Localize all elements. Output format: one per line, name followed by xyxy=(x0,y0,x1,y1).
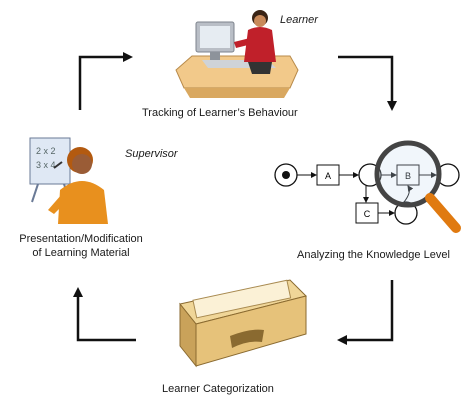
arrow-to-categorization xyxy=(337,280,394,345)
svg-text:3 x 4: 3 x 4 xyxy=(36,160,56,170)
analyzing-step-label: Analyzing the Knowledge Level xyxy=(297,249,450,261)
learner-at-computer-icon xyxy=(175,10,299,98)
svg-text:B: B xyxy=(405,171,411,181)
place-c xyxy=(394,201,418,225)
start-token xyxy=(282,171,290,179)
tracking-step-label: Tracking of Learner’s Behaviour xyxy=(142,107,298,119)
magnifier-handle xyxy=(425,193,461,233)
petri-net-analysis-icon: A B C xyxy=(274,140,461,233)
supervisor-role-label: Supervisor xyxy=(125,148,178,160)
svg-text:C: C xyxy=(364,209,371,219)
svg-text:2 x 2: 2 x 2 xyxy=(36,146,56,156)
svg-text:A: A xyxy=(325,171,331,181)
card-index-drawer-icon xyxy=(179,279,307,368)
arrow-to-analyzing xyxy=(338,55,397,111)
arrow-to-tracking xyxy=(78,52,133,110)
presentation-step-label: Presentation/Modification of Learning Ma… xyxy=(8,232,154,260)
presentation-label-line2: of Learning Material xyxy=(32,247,130,259)
learner-role-label: Learner xyxy=(280,14,318,26)
supervisor-teaching-icon: 2 x 2 3 x 4 xyxy=(29,137,108,224)
categorization-step-label: Learner Categorization xyxy=(162,383,274,395)
presentation-label-line1: Presentation/Modification xyxy=(19,233,143,245)
arrow-to-presentation xyxy=(73,287,136,342)
magnifier-lens xyxy=(374,140,442,208)
